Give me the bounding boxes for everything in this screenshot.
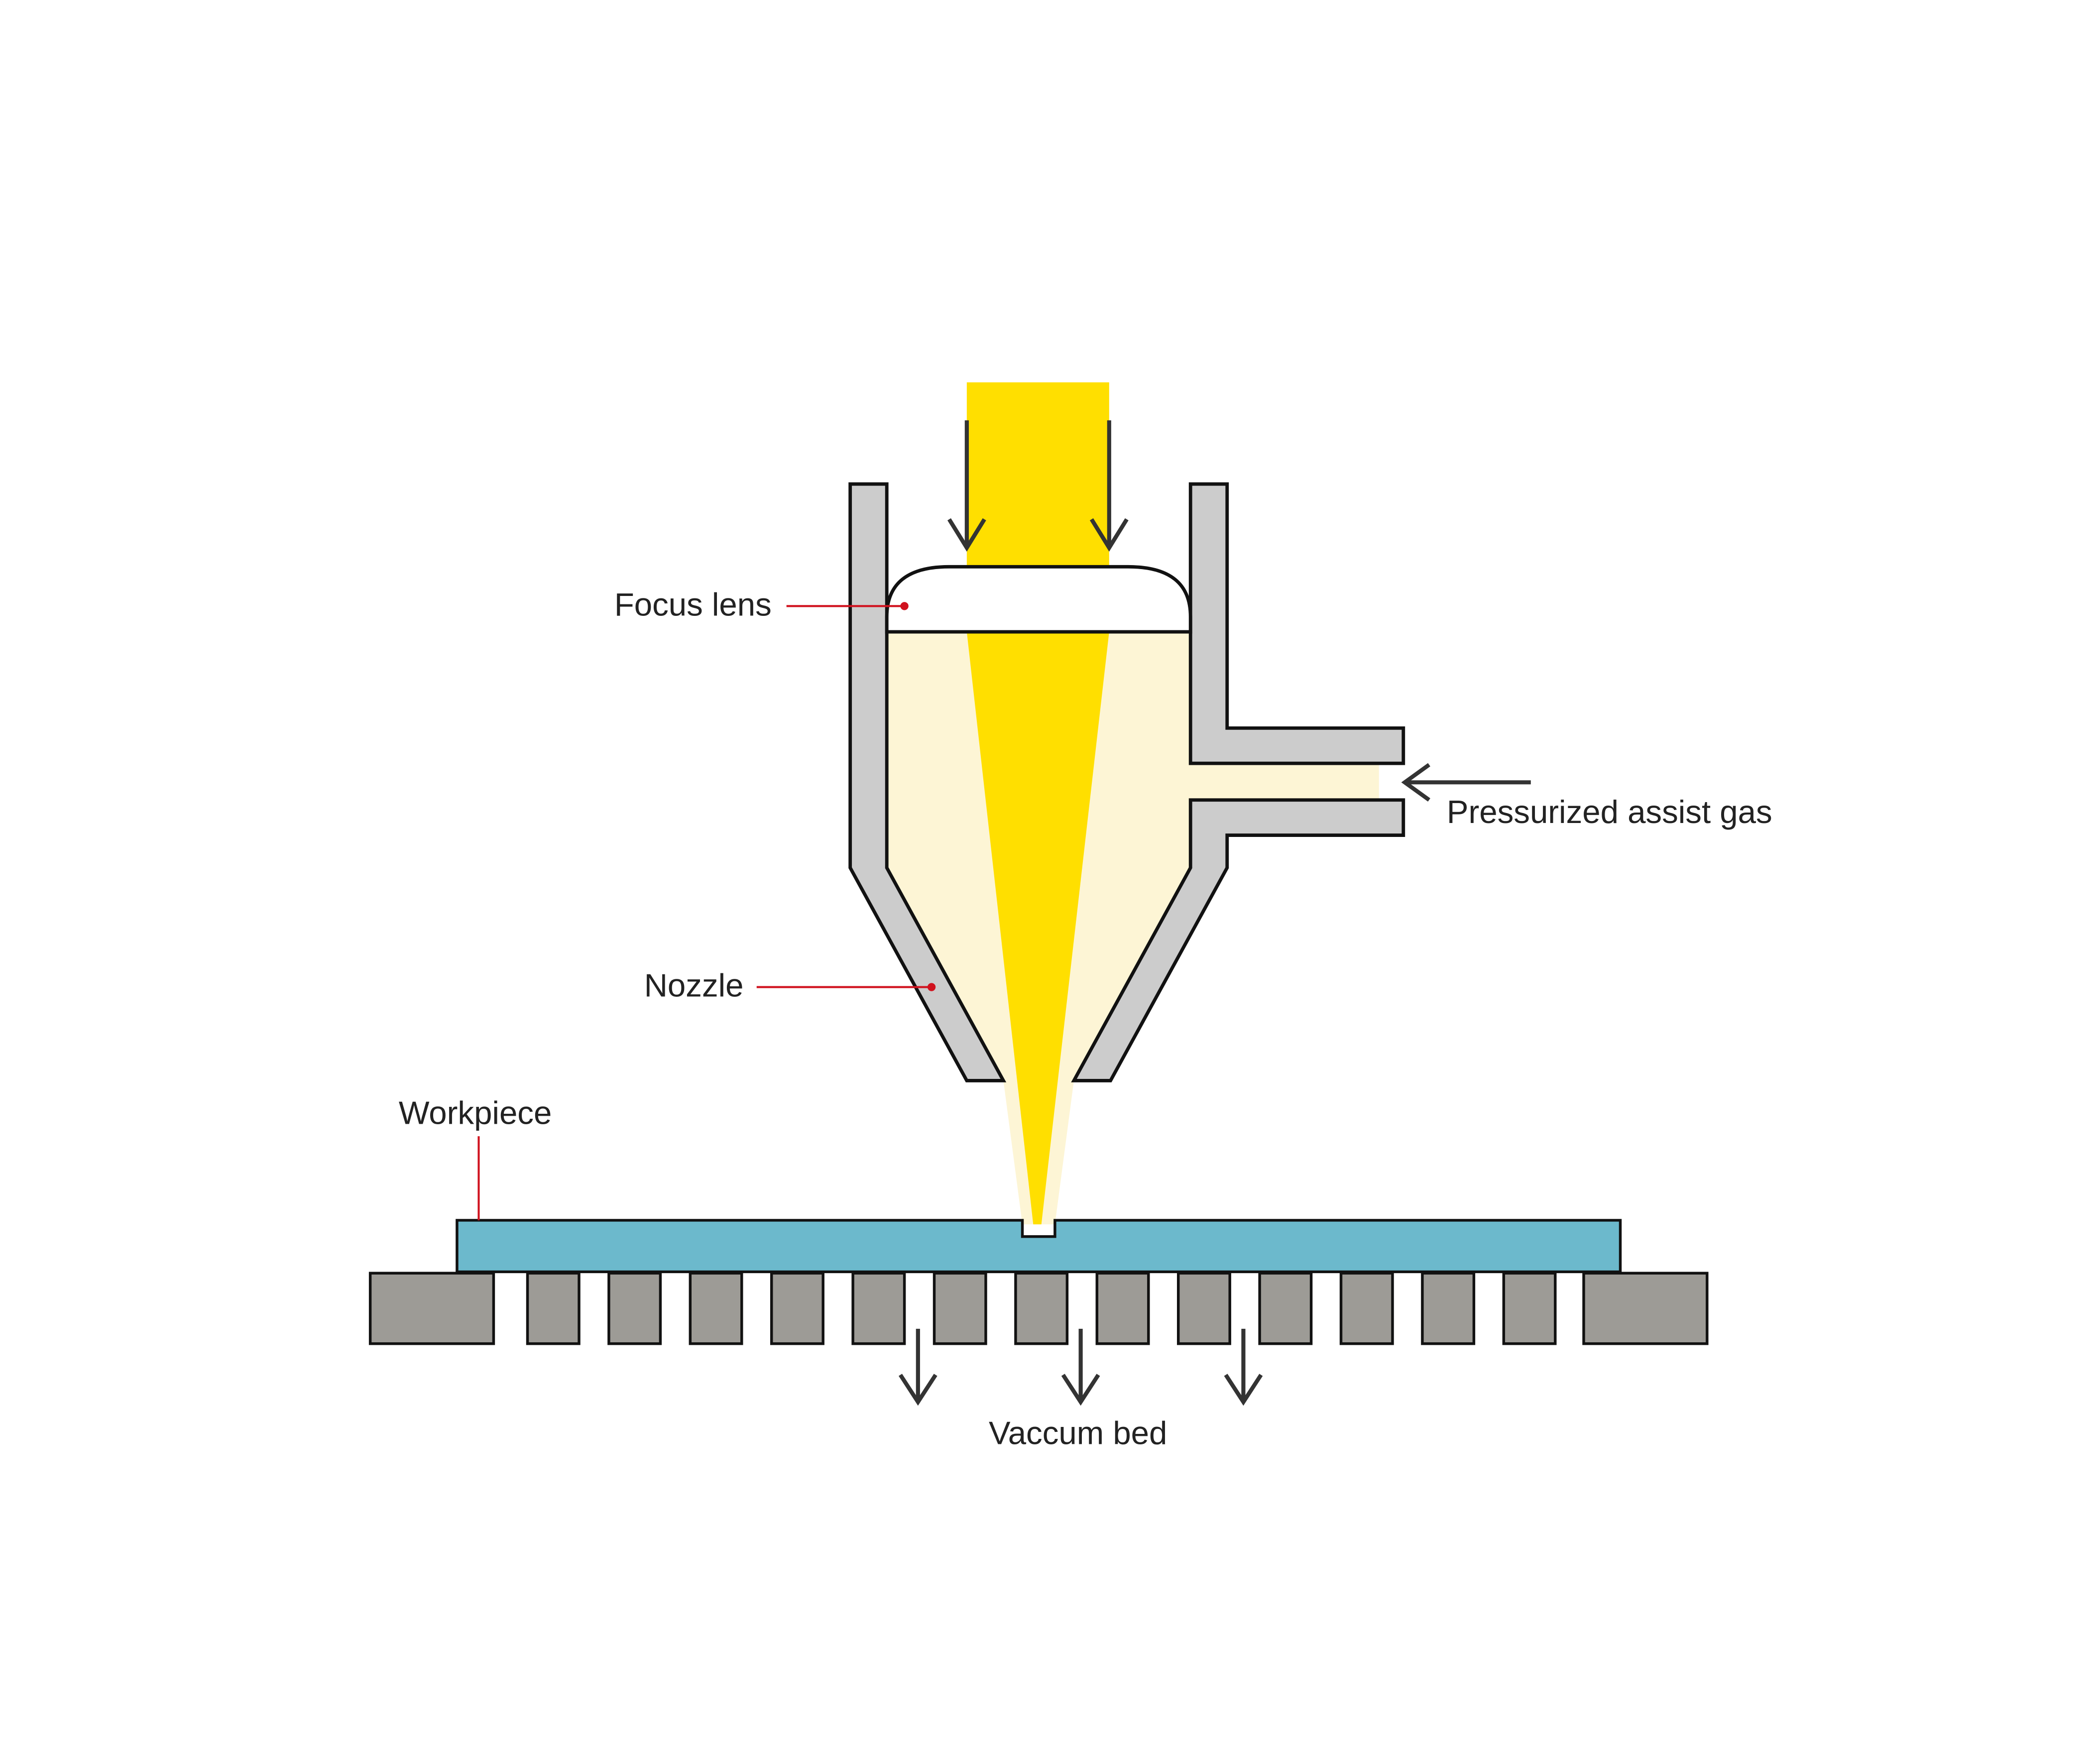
laser-beam [966,382,1109,1225]
label-nozzle: Nozzle [644,967,744,1004]
nozzle-right-lower-wall [1071,798,1405,1082]
beam-arrow-icon [947,420,1129,552]
label-assist-gas: Pressurized assist gas [1447,794,1772,830]
workpiece [456,1219,1622,1274]
label-workpiece: Workpiece [399,1095,552,1131]
nozzle-right-upper-wall [1188,482,1405,765]
focus-lens [885,565,1192,634]
label-vacuum-bed: Vaccum bed [989,1414,1167,1451]
vacuum-bed [368,1272,1709,1345]
gas-inlet-arrow-icon [1401,763,1531,802]
label-focus-lens: Focus lens [614,586,772,622]
leader-lines [477,602,936,1220]
assist-gas-region [887,632,1379,1225]
nozzle [848,482,1405,1082]
nozzle-left-wall [848,482,1007,1082]
suction-arrow-icon [899,1328,1263,1406]
